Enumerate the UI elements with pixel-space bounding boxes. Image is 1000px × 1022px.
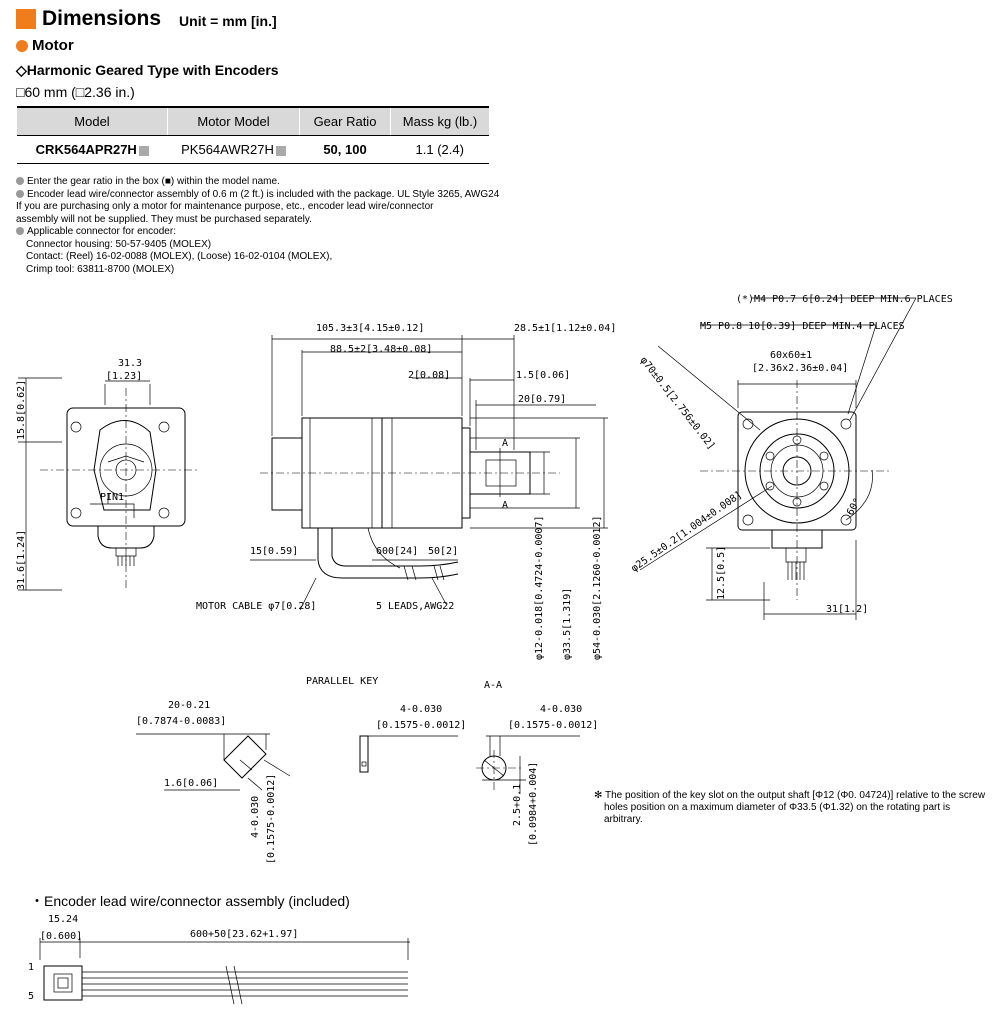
- table-header: Gear Ratio: [299, 106, 391, 136]
- note-item: Crimp tool: 63811-8700 (MOLEX): [26, 263, 175, 275]
- bullet-icon: [16, 189, 24, 198]
- note-item: Encoder lead wire/connector assembly of …: [16, 189, 536, 202]
- table-cell: 50, 100: [299, 135, 391, 164]
- dim-label: 15[0.59]: [250, 546, 298, 557]
- dim-label: 4-0.030: [540, 704, 582, 715]
- table-row: CRK564APR27H PK564AWR27H 50, 100 1.1 (2.…: [17, 135, 489, 164]
- dim-label: 105.3±3[4.15±0.12]: [316, 323, 424, 334]
- dim-label: 28.5±1[1.12±0.04]: [514, 323, 616, 334]
- type-heading: ◇Harmonic Geared Type with Encoders: [16, 62, 279, 78]
- box-icon: [138, 145, 149, 156]
- pin-label: 5: [28, 991, 34, 1002]
- table-header: Mass kg (lb.): [390, 106, 489, 136]
- orange-square-icon: [16, 9, 36, 29]
- dim-label: 600[24]: [376, 546, 418, 557]
- section-aa-label: A-A: [484, 680, 502, 691]
- dim-label: M5 P0.8 10[0.39] DEEP MIN.4 PLACES: [700, 321, 905, 332]
- dim-label: [0.1575-0.0012]: [266, 774, 277, 864]
- dim-label: 12.5[0.5]: [716, 546, 727, 600]
- section-a-label: A: [502, 438, 508, 449]
- table-cell: CRK564APR27H: [17, 135, 168, 164]
- dim-label: 31[1.2]: [826, 604, 868, 615]
- notes: Enter the gear ratio in the box (■) with…: [16, 176, 536, 276]
- dim-label: 50[2]: [428, 546, 458, 557]
- spec-table: Model Motor Model Gear Ratio Mass kg (lb…: [17, 106, 489, 164]
- dim-label: 1.5[0.06]: [516, 370, 570, 381]
- dim-label: [2.36x2.36±0.04]: [752, 363, 848, 374]
- parallel-key-label: PARALLEL KEY: [306, 676, 378, 687]
- encoder-title: ・Encoder lead wire/connector assembly (i…: [30, 893, 350, 909]
- table-cell: PK564AWR27H: [167, 135, 300, 164]
- orange-dot-icon: [16, 39, 28, 52]
- dim-label: φ33.5[1.319]: [562, 588, 573, 660]
- bullet-icon: [16, 177, 24, 186]
- dim-label: φ70±0.5[2.756±0.02]: [638, 355, 717, 452]
- key-details: PARALLEL KEY A-A 20-0.21 [0.7874-0.0083]…: [136, 676, 598, 864]
- rear-view: PIN1 31.3 [1.23] 15.8[0.62] 31.6[1.24]: [16, 358, 200, 591]
- dim-label: [0.1575-0.0012]: [508, 720, 598, 731]
- table-cell: 1.1 (2.4): [390, 135, 489, 164]
- table-header: Model: [17, 106, 168, 136]
- dim-label: 4-0.030: [400, 704, 442, 715]
- dim-label: [0.600]: [40, 931, 82, 942]
- dim-label: 2.5+0.1: [512, 784, 523, 826]
- frame-size: □60 mm (□2.36 in.): [16, 84, 135, 100]
- note-item: Connector housing: 50-57-9405 (MOLEX): [26, 238, 212, 250]
- dim-label: (*)M4 P0.7 6[0.24] DEEP MIN.6 PLACES: [736, 294, 953, 305]
- dim-label: 20-0.21: [168, 700, 210, 711]
- dim-label: [0.7874-0.0083]: [136, 716, 226, 727]
- dim-label: 2[0.08]: [408, 370, 450, 381]
- front-view: 60x60±1 [2.36x2.36±0.04] (*)M4 P0.7 6[0.…: [629, 294, 953, 620]
- unit-label: Unit = mm [in.]: [179, 13, 277, 29]
- asterisk-note: ✻ The position of the key slot on the ou…: [594, 790, 986, 825]
- dim-label: φ12-0.018[0.4724-0.0007]: [534, 516, 545, 661]
- note-item: Contact: (Reel) 16-02-0088 (MOLEX), (Loo…: [26, 251, 333, 262]
- dim-label: [0.0984+0.004]: [528, 762, 539, 846]
- note-item: If you are purchasing only a motor for m…: [16, 201, 434, 212]
- dim-label: [1.23]: [106, 371, 142, 382]
- box-icon: [275, 145, 286, 156]
- cable-label: MOTOR CABLE φ7[0.28]: [196, 601, 316, 612]
- note-item: Enter the gear ratio in the box (■) with…: [16, 176, 536, 189]
- section-heading: Motor: [16, 37, 74, 54]
- note-item: assembly will not be supplied. They must…: [16, 213, 312, 225]
- pin1-label: PIN1: [100, 492, 124, 503]
- dim-label: 15.8[0.62]: [16, 380, 27, 440]
- dim-label: 31.3: [118, 358, 142, 369]
- leads-label: 5 LEADS,AWG22: [376, 601, 454, 612]
- dim-label: [0.1575-0.0012]: [376, 720, 466, 731]
- pin-label: 1: [28, 962, 34, 973]
- dim-label: 15.24: [48, 914, 78, 925]
- encoder-lead-wire: 15.24 [0.600] 600+50[23.62+1.97] 1 5: [28, 914, 410, 1005]
- dim-label: 600+50[23.62+1.97]: [190, 929, 298, 940]
- section-a-label: A: [502, 500, 508, 511]
- table-header: Motor Model: [167, 106, 300, 136]
- dim-label: φ54-0.030[2.1260-0.0012]: [592, 516, 603, 661]
- dim-label: 60x60±1: [770, 350, 812, 361]
- dim-label: 31.6[1.24]: [16, 530, 27, 590]
- dim-label: 1.6[0.06]: [164, 778, 218, 789]
- dim-label: 88.5±2[3.48±0.08]: [330, 344, 432, 355]
- dim-label: 20[0.79]: [518, 394, 566, 405]
- side-view: A A 105.3±3[4.15±0.12] 88.5±2[3.48±0.08]…: [196, 323, 616, 660]
- table-header-row: Model Motor Model Gear Ratio Mass kg (lb…: [17, 106, 489, 136]
- bullet-icon: [16, 227, 24, 236]
- dim-label: 4-0.030: [250, 796, 261, 838]
- page-title: Dimensions: [42, 7, 162, 30]
- dimensions-header: Dimensions Unit = mm [in.]: [16, 6, 277, 32]
- note-item: Applicable connector for encoder:: [16, 226, 536, 239]
